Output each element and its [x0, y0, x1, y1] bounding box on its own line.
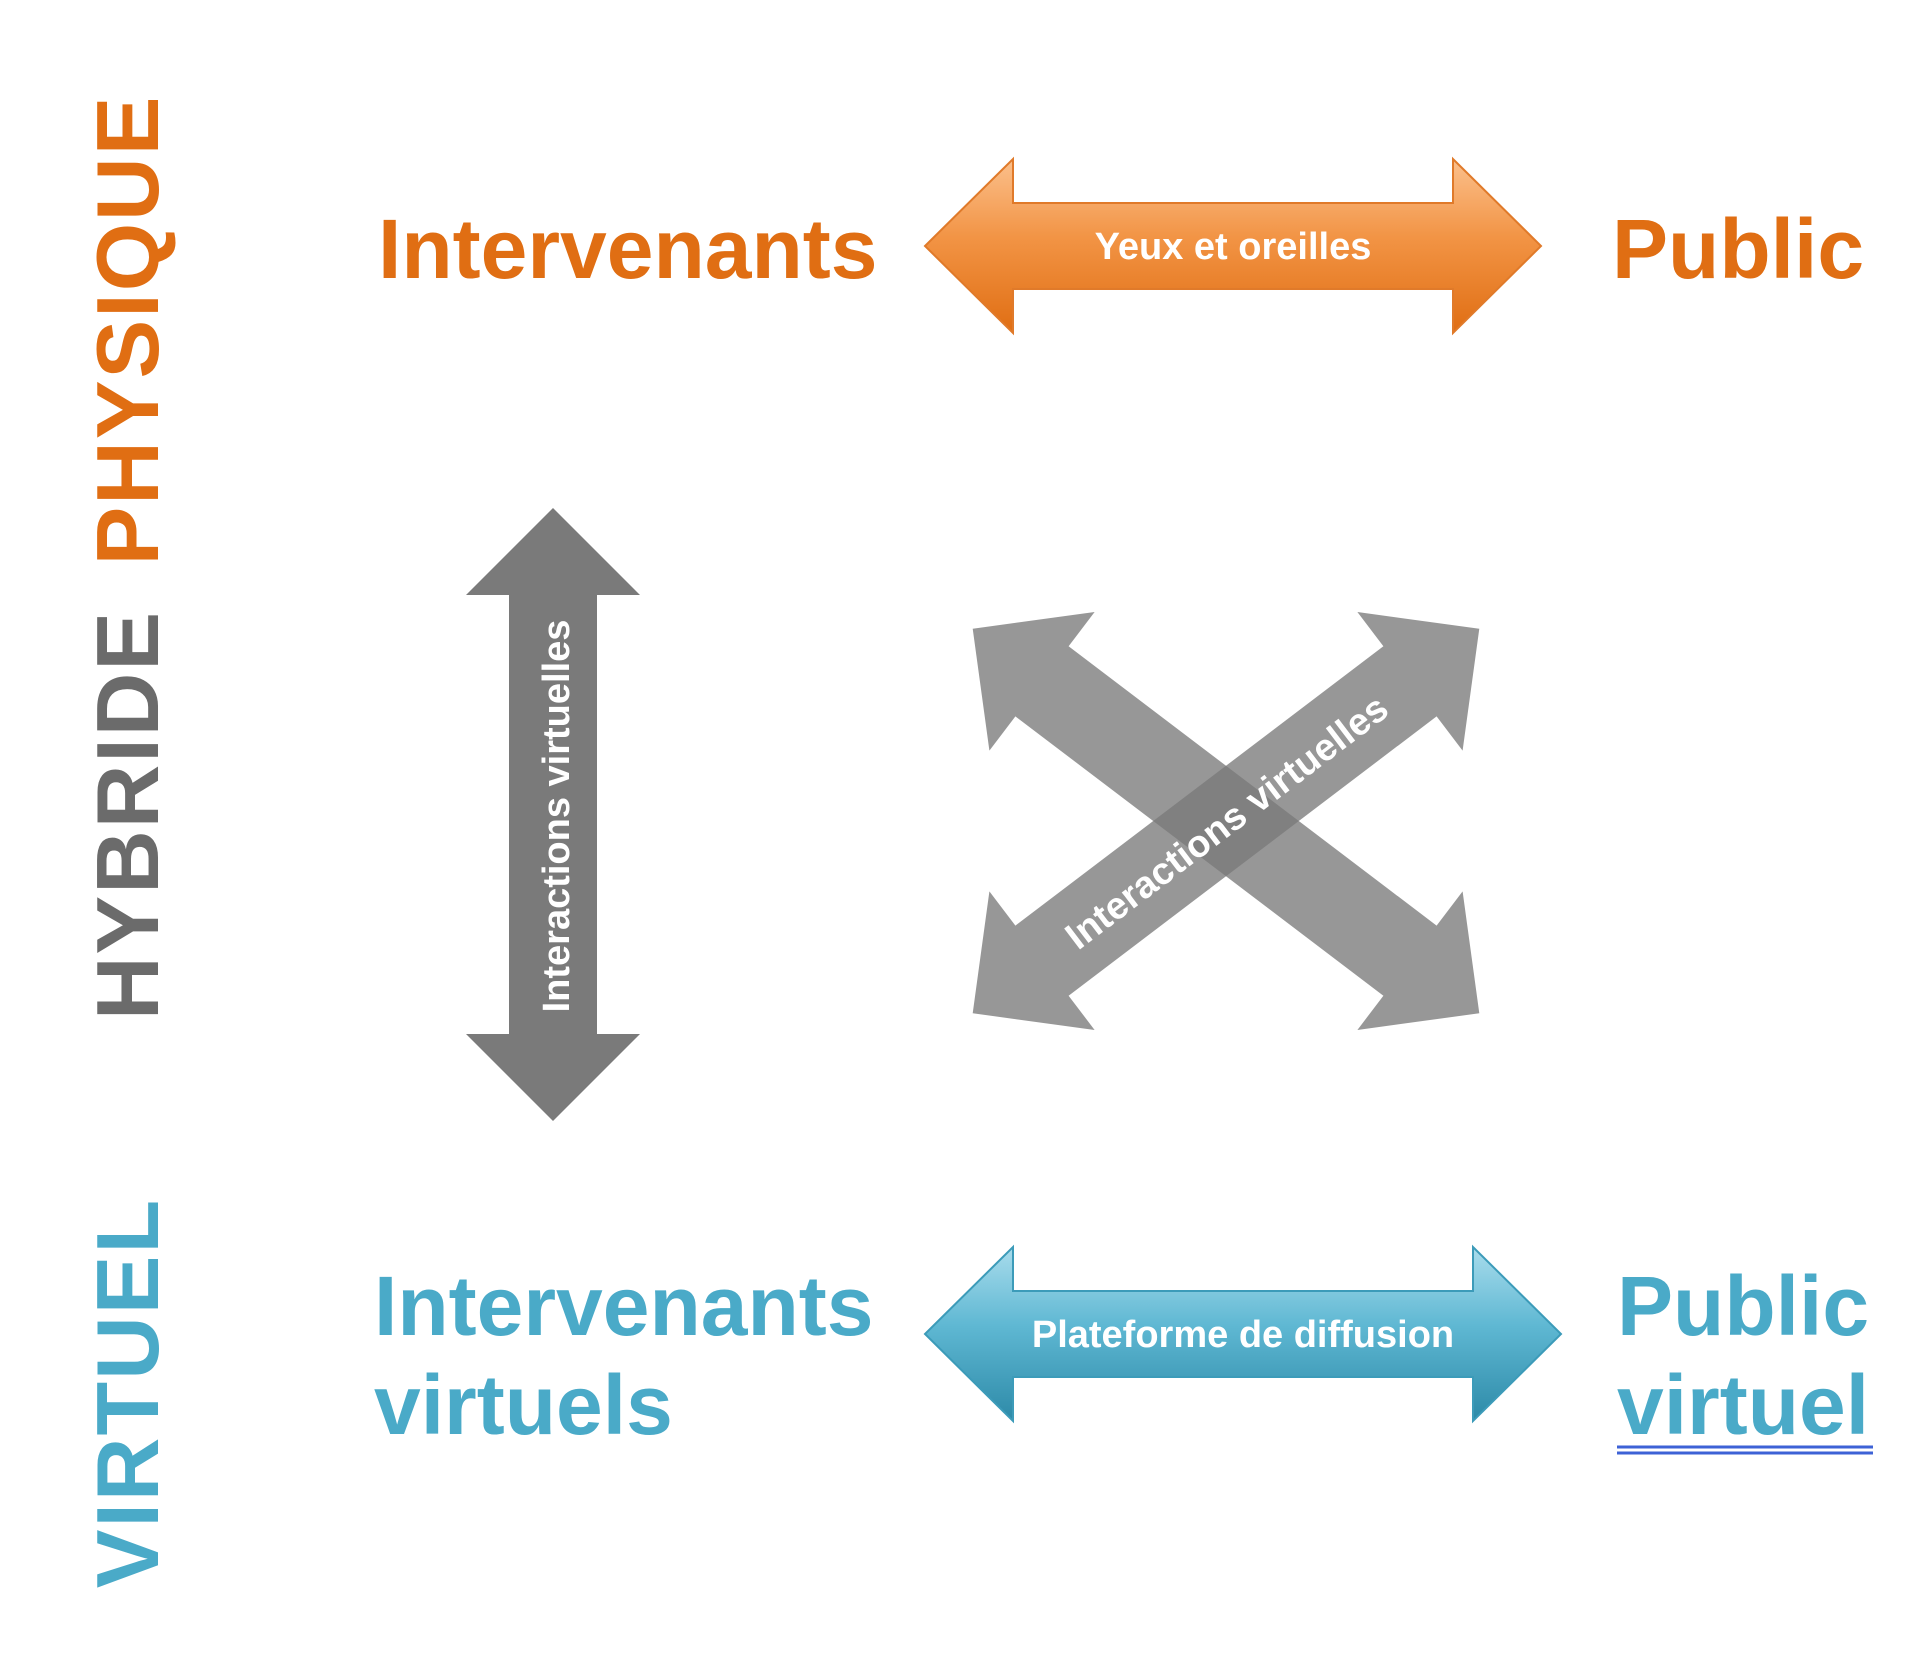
broadcast-platform-arrow-label: Plateforme de diffusion [1032, 1314, 1454, 1356]
physical-public-label: Public [1612, 202, 1864, 296]
eyes-ears-arrow-label: Yeux et oreilles [1095, 226, 1372, 268]
broadcast-platform-double-arrow: Plateforme de diffusion [923, 1244, 1563, 1424]
side-label-hybride: HYBRIDE [78, 610, 177, 1020]
virtual-speakers-label-line1: Intervenants [374, 1259, 874, 1353]
vertical-interactions-arrow: Interactions virtuelles [466, 508, 640, 1121]
side-label-virtuel: VIRTUEL [78, 1198, 177, 1588]
virtual-public-label-line1: Public [1617, 1259, 1869, 1353]
eyes-ears-double-arrow: Yeux et oreilles [923, 156, 1543, 336]
physical-speakers-label: Intervenants [378, 202, 878, 296]
virtual-speakers-label-line2: virtuels [374, 1358, 673, 1452]
virtual-public-label-line2[interactable]: virtuel [1617, 1358, 1869, 1452]
side-label-physique: PHYSIQUE [78, 95, 177, 566]
cross-interactions-arrows: Interactions virtuelles [972, 612, 1480, 1030]
vertical-arrow-label: Interactions virtuelles [536, 620, 578, 1013]
